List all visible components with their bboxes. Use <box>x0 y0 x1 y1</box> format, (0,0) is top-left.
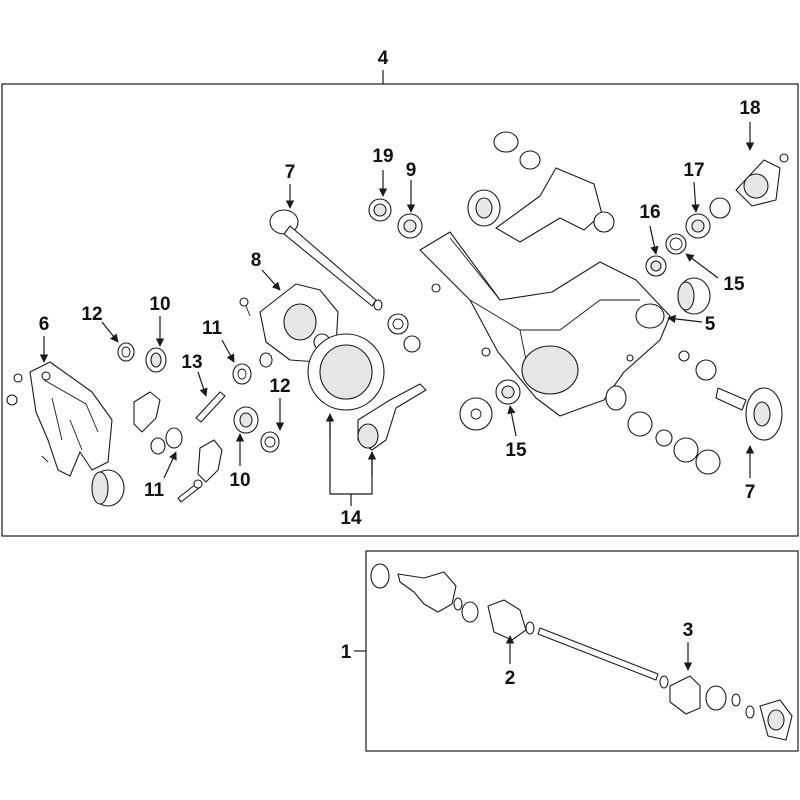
washer-large-lower[interactable] <box>459 397 493 431</box>
bearing-9-part[interactable] <box>397 213 423 239</box>
callout-9: 9 <box>406 160 417 181</box>
callout-14: 14 <box>340 508 362 529</box>
bearing-19-part[interactable] <box>368 198 392 222</box>
callout-11-upper: 11 <box>202 318 223 339</box>
callout-13: 13 <box>181 352 202 373</box>
bushing-right-part[interactable] <box>677 277 711 315</box>
mounting-member-part[interactable] <box>467 131 615 243</box>
callout-15-upper: 15 <box>723 274 745 295</box>
callout-15-lower: 15 <box>505 440 527 461</box>
callout-17: 17 <box>683 160 704 181</box>
callout-12-upper: 12 <box>81 304 102 325</box>
callout-7-lower: 7 <box>745 482 756 503</box>
upper-group-frame <box>1 83 799 537</box>
bearing-cap-left-lower[interactable] <box>197 439 223 483</box>
bolt-lower-left[interactable] <box>177 479 203 503</box>
shim-12-lower[interactable] <box>260 431 280 453</box>
seal-upper-center[interactable] <box>387 313 421 353</box>
callout-19: 19 <box>372 146 393 167</box>
bushing-part[interactable] <box>91 469 125 507</box>
callout-3: 3 <box>683 620 694 641</box>
washer-11-lower[interactable] <box>150 427 183 455</box>
washer-11-left[interactable] <box>232 363 252 385</box>
flange-18-part[interactable] <box>735 153 789 207</box>
bearing-16-part[interactable] <box>645 255 667 277</box>
carrier-housing-part[interactable] <box>419 231 671 417</box>
axle-shaft-upper[interactable] <box>269 209 383 311</box>
callout-10-upper: 10 <box>149 294 170 315</box>
shim-15-upper[interactable] <box>665 233 687 255</box>
pinion-gear-part[interactable] <box>357 383 427 451</box>
bearing-10-lower[interactable] <box>233 406 259 434</box>
rear-cover-part[interactable] <box>6 361 113 477</box>
callout-18: 18 <box>739 98 760 119</box>
callout-6: 6 <box>39 314 50 335</box>
callout-7-upper: 7 <box>285 162 296 183</box>
drive-shaft-assembly[interactable] <box>370 563 793 741</box>
callout-labels: 4 19 9 7 8 6 12 10 11 13 12 11 10 14 15 … <box>39 48 761 689</box>
callout-2: 2 <box>505 668 516 689</box>
seal-15-lower[interactable] <box>495 379 521 405</box>
pinion-pin-part[interactable] <box>195 391 226 423</box>
axle-shaft-lower[interactable] <box>715 387 783 441</box>
callout-leaders <box>39 70 755 671</box>
callout-10-lower: 10 <box>229 470 250 491</box>
callout-12-lower: 12 <box>269 376 290 397</box>
ring-gear-part[interactable] <box>307 333 385 411</box>
callout-5: 5 <box>705 314 716 335</box>
callout-1: 1 <box>341 642 352 663</box>
bearing-cap-left-upper[interactable] <box>133 391 161 433</box>
callout-16: 16 <box>639 202 660 223</box>
bearing-set-right[interactable] <box>605 350 721 475</box>
bearing-17-part[interactable] <box>685 197 731 239</box>
callout-11-lower: 11 <box>144 480 165 501</box>
bearing-10-left[interactable] <box>145 347 167 373</box>
bolt-upper-left[interactable] <box>239 297 251 317</box>
callout-4: 4 <box>378 48 389 69</box>
shim-12-left[interactable] <box>117 342 135 362</box>
callout-8: 8 <box>251 250 262 271</box>
